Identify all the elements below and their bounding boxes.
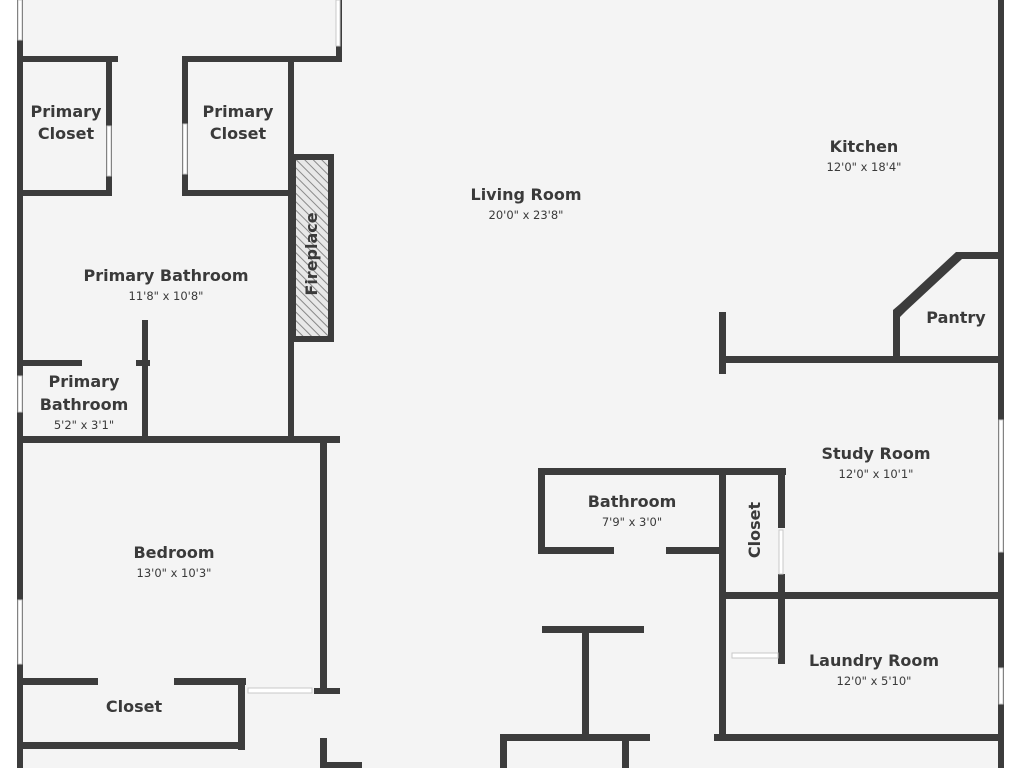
wall-small-bath-top (22, 360, 82, 366)
wall-closet-v-bottom (719, 592, 1003, 599)
wall-pantry-top (956, 252, 1002, 259)
label-study-room: Study Room (822, 444, 931, 463)
wall-closet-bottom-right (238, 678, 245, 750)
label-closet-vertical: Closet (745, 502, 764, 559)
label-fireplace: Fireplace (302, 212, 321, 295)
wall-exterior-right (998, 0, 1004, 768)
label-primary-bathroom-small-2: Bathroom (40, 395, 129, 414)
label-primary-closet-right-2: Closet (210, 124, 267, 143)
label-closet-bottom: Closet (106, 697, 163, 716)
wall-laundry-bottom-left (500, 734, 650, 741)
label-bathroom: Bathroom (588, 492, 677, 511)
wall-laundry-inner (719, 650, 726, 740)
label-primary-bathroom: Primary Bathroom (83, 266, 248, 285)
wall-kitchen-divider (719, 312, 726, 374)
dims-bathroom: 7'9" x 3'0" (602, 515, 662, 529)
wall-bathroom-bottom-right (666, 547, 726, 554)
label-bedroom: Bedroom (133, 543, 214, 562)
wall-bathroom-top (538, 468, 786, 475)
wall-bedroom-right-stub (314, 688, 340, 694)
label-primary-bathroom-small-1: Primary (49, 372, 120, 391)
wall-pantry-left (893, 310, 900, 362)
fireplace-hatch (296, 160, 328, 336)
wall-closet-right-bottom (182, 190, 294, 196)
wall-study-top-2 (893, 356, 1003, 363)
dims-primary-bathroom: 11'8" x 10'8" (129, 289, 204, 303)
wall-pantry-diagonal (893, 252, 962, 318)
label-laundry-room: Laundry Room (809, 651, 939, 670)
wall-bath-bedroom (22, 436, 340, 443)
wall-island-stem (582, 626, 589, 736)
wall-study-top (719, 356, 899, 363)
openings (17, 0, 1004, 741)
wall-hall-left-bottom (320, 738, 327, 768)
wall-top-left-horizontal (22, 56, 118, 62)
room-labels: Primary Closet Primary Closet Primary Ba… (31, 102, 987, 716)
wall-island-top (542, 626, 644, 633)
label-primary-closet-right-1: Primary (203, 102, 274, 121)
dims-study-room: 12'0" x 10'1" (839, 467, 914, 481)
wall-hall-right (719, 468, 726, 668)
wall-laundry-mid-bottom (622, 734, 629, 768)
wall-closet-bottom-bottom (22, 742, 245, 749)
label-primary-closet-left-2: Closet (38, 124, 95, 143)
wall-top-left-horizontal-2 (182, 56, 342, 62)
dims-living-room: 20'0" x 23'8" (489, 208, 564, 222)
wall-laundry-left-bottom (500, 734, 507, 768)
wall-bathroom-left (538, 468, 545, 554)
label-primary-closet-left-1: Primary (31, 102, 102, 121)
wall-closet-left-bottom (22, 190, 112, 196)
wall-bedroom-bottom-2 (174, 678, 246, 685)
dims-kitchen: 12'0" x 18'4" (827, 160, 902, 174)
wall-closet-v-right (778, 468, 785, 528)
wall-closet-v-right-2 (778, 574, 785, 664)
dims-bedroom: 13'0" x 10'3" (137, 566, 212, 580)
wall-bathroom-bottom-left (538, 547, 614, 554)
label-living-room: Living Room (471, 185, 582, 204)
wall-bedroom-bottom (22, 678, 98, 685)
label-pantry: Pantry (926, 308, 986, 327)
wall-bedroom-right (320, 436, 327, 694)
wall-laundry-bottom (714, 734, 1004, 741)
dims-primary-bathroom-small: 5'2" x 3'1" (54, 418, 114, 432)
dims-laundry-room: 12'0" x 5'10" (837, 674, 912, 688)
wall-small-bath-right (142, 320, 148, 440)
wall-hall-stub (326, 762, 362, 768)
label-kitchen: Kitchen (830, 137, 899, 156)
